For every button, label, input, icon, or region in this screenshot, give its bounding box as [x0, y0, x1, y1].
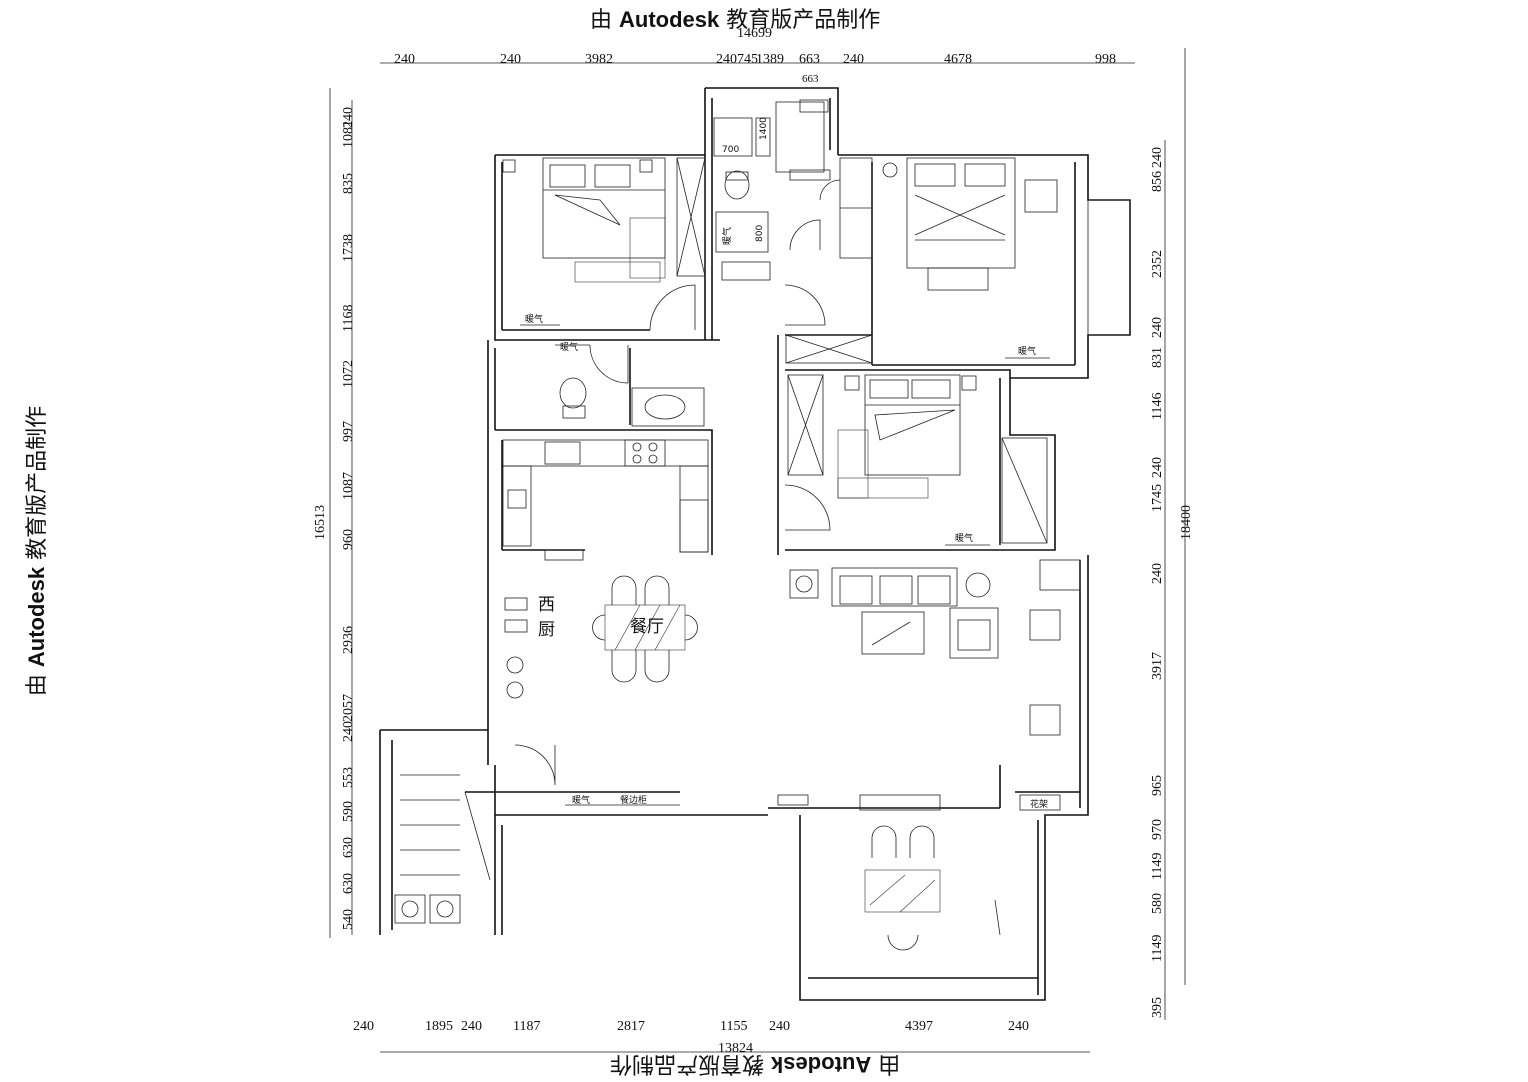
dim-left-7: 1087 — [341, 472, 356, 500]
dim-bottom-total: 13824 — [718, 1041, 753, 1056]
left-dimensions: 16513 240 1081 835 1738 1168 1072 997 10… — [313, 107, 356, 930]
bottom-dimensions: 240 1895 240 1187 2817 1155 240 4397 240… — [353, 1019, 1029, 1056]
dim-left-2: 835 — [341, 173, 356, 194]
dim-left-18: 630 — [341, 873, 356, 894]
dim-left-3: 1738 — [341, 234, 356, 262]
dim-bottom-2: 240 — [461, 1019, 482, 1034]
dim-left-4: 1168 — [341, 305, 356, 332]
dim-top-6: 663 — [799, 52, 820, 67]
label-700: 700 — [722, 145, 739, 155]
dim-bottom-5: 1155 — [720, 1019, 747, 1034]
label-side-cabinet: 餐边柜 — [620, 794, 647, 806]
dim-bottom-6: 240 — [769, 1019, 790, 1034]
dim-left-6: 997 — [341, 421, 356, 442]
dim-left-9: 2936 — [341, 626, 356, 654]
living-room-furniture: 花架 — [789, 559, 1081, 811]
dining-furniture: 餐厅 西 厨 — [504, 575, 698, 699]
dim-top-0: 240 — [394, 52, 415, 67]
dim-right-0: 240 — [1150, 147, 1165, 168]
walls — [379, 87, 1131, 1001]
dim-right-16: 395 — [1150, 997, 1165, 1018]
dim-right-3: 240 — [1150, 317, 1165, 338]
label-heating-4: 暖气 — [560, 341, 578, 353]
label-800: 800 — [755, 225, 765, 242]
dim-left-0: 240 — [341, 107, 356, 128]
label-heating-1: 暖气 — [525, 313, 543, 325]
dim-right-4: 831 — [1150, 347, 1165, 368]
dim-right-7: 1745 — [1150, 484, 1165, 512]
dim-left-5: 1072 — [341, 360, 356, 388]
watermark-top: 由 Autodesk 教育版产品制作 — [590, 7, 881, 33]
label-heating-3: 暖气 — [1018, 345, 1036, 357]
dim-top-1: 240 — [500, 52, 521, 67]
dim-top-8: 4678 — [944, 52, 972, 67]
dim-left-total: 16513 — [313, 505, 328, 540]
label-flower-rack: 花架 — [1030, 798, 1048, 810]
bathroom-top-furniture: 700 1400 暖气 800 — [713, 99, 831, 281]
label-heating-2: 暖气 — [721, 227, 733, 245]
dim-top-9: 998 — [1095, 52, 1116, 67]
dim-top-sub: 663 — [802, 73, 819, 85]
dim-right-total: 18400 — [1179, 505, 1194, 540]
dim-left-1: 1081 — [341, 120, 356, 148]
dim-right-10: 3917 — [1150, 652, 1165, 680]
right-dimensions: 18400 240 856 2352 240 831 1146 240 1745… — [1150, 147, 1194, 1018]
dim-right-2: 2352 — [1150, 250, 1165, 278]
dim-bottom-7: 4397 — [905, 1019, 933, 1034]
dim-right-5: 1146 — [1150, 393, 1165, 420]
dim-top-2: 3982 — [585, 52, 613, 67]
dim-bottom-0: 240 — [353, 1019, 374, 1034]
dim-bottom-3: 1187 — [513, 1019, 540, 1034]
doors — [514, 179, 841, 786]
dim-right-1: 856 — [1150, 171, 1165, 192]
dim-right-12: 970 — [1150, 819, 1165, 840]
bathroom-2-furniture: 暖气 — [555, 341, 705, 427]
dim-top-4: 745 — [737, 52, 758, 67]
dim-right-13: 1149 — [1150, 853, 1165, 880]
top-dimensions: 14699 240 240 3982 240 745 1389 663 240 … — [394, 26, 1116, 85]
label-west-kitchen-2: 厨 — [538, 620, 555, 640]
label-west-kitchen-1: 西 — [538, 595, 555, 615]
bedroom-2-furniture: 暖气 — [787, 374, 1048, 546]
label-dining: 餐厅 — [630, 617, 664, 637]
label-heating-6: 暖气 — [572, 794, 590, 806]
dim-right-14: 580 — [1150, 893, 1165, 914]
dim-top-total: 14699 — [737, 26, 772, 41]
dim-left-20: 540 — [341, 909, 356, 930]
label-1400: 1400 — [759, 117, 769, 140]
dim-left-11: 240 — [341, 721, 356, 742]
dim-top-7: 240 — [843, 52, 864, 67]
dim-right-15: 1149 — [1150, 935, 1165, 962]
bedroom-left-furniture: 暖气 — [502, 157, 706, 326]
dim-left-16: 630 — [341, 837, 356, 858]
dim-bottom-1: 1895 — [425, 1019, 453, 1034]
dim-left-14: 590 — [341, 801, 356, 822]
dim-left-13: 553 — [341, 767, 356, 788]
dim-left-10: 2057 — [341, 694, 356, 722]
dim-right-8: 240 — [1150, 563, 1165, 584]
master-bedroom-furniture: 暖气 — [785, 157, 1131, 364]
dim-bottom-8: 240 — [1008, 1019, 1029, 1034]
dim-right-6: 240 — [1150, 457, 1165, 478]
dim-bottom-4: 2817 — [617, 1019, 645, 1034]
dimension-lines — [329, 48, 1186, 1053]
dim-top-3: 240 — [716, 52, 737, 67]
label-heating-5: 暖气 — [955, 532, 973, 544]
lower-furniture: 暖气 餐边柜 — [394, 774, 1001, 951]
dim-left-8: 960 — [341, 529, 356, 550]
dim-top-5: 1389 — [756, 52, 784, 67]
dim-right-11: 965 — [1150, 775, 1165, 796]
kitchen-furniture — [502, 439, 709, 561]
